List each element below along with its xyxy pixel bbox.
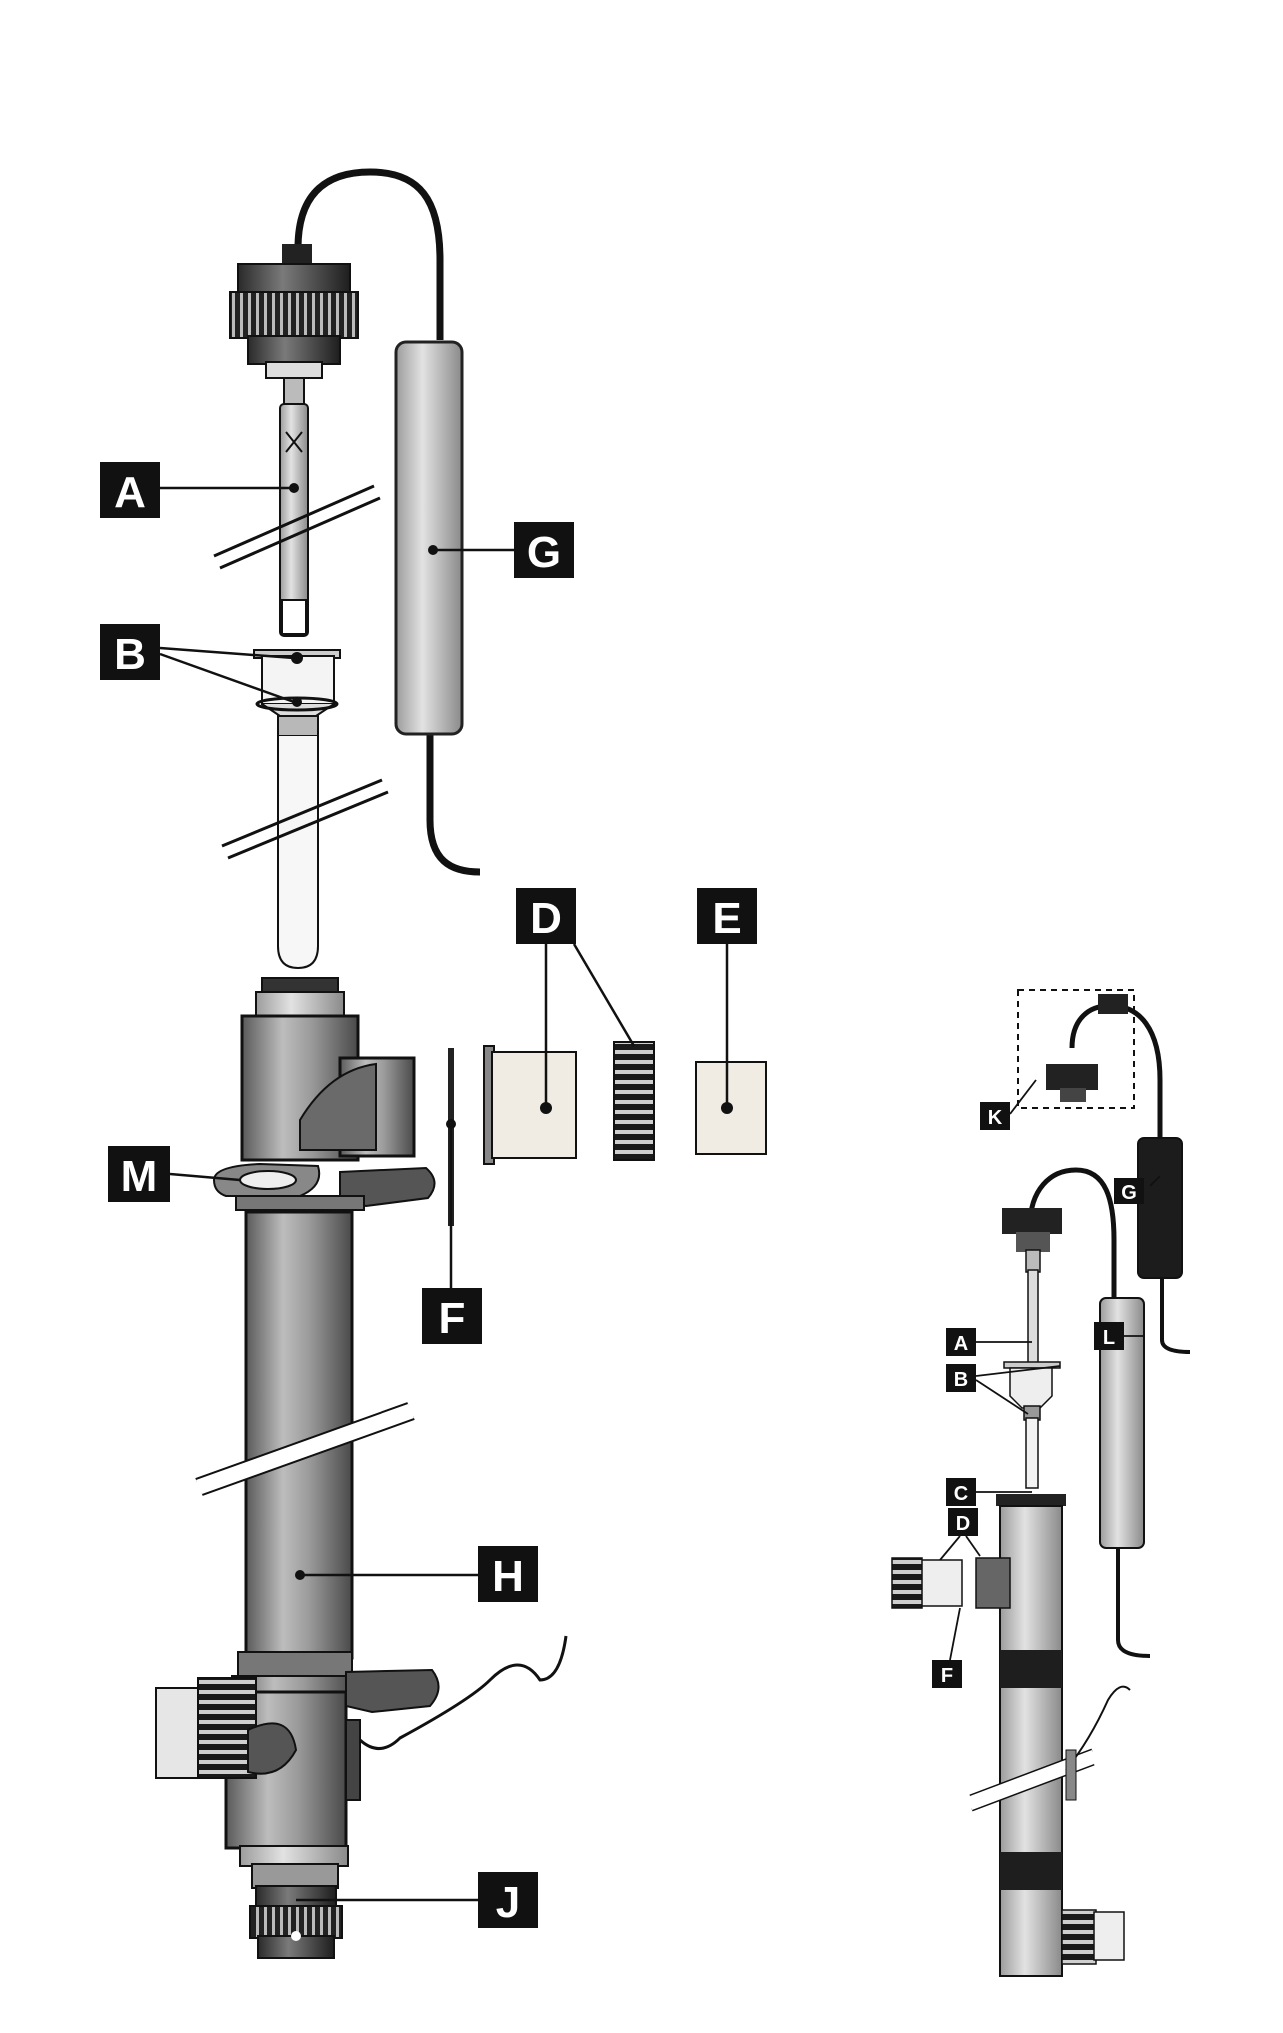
svg-text:H: H (492, 1552, 524, 1601)
svg-text:B: B (954, 1369, 968, 1391)
clamp-m (212, 1162, 436, 1211)
inset-label-k: K (980, 1102, 1010, 1130)
union-j (249, 1885, 343, 1959)
svg-text:G: G (527, 528, 561, 577)
power-cable-top (294, 168, 444, 340)
ballast-g (394, 340, 464, 736)
label-a: A (100, 462, 160, 518)
svg-text:F: F (439, 1294, 466, 1343)
label-m: M (108, 1146, 170, 1202)
svg-text:D: D (956, 1513, 970, 1535)
lower-t-housing (155, 1635, 568, 1889)
svg-text:J: J (496, 1878, 520, 1927)
svg-text:A: A (114, 468, 146, 517)
label-d: D (516, 888, 576, 944)
inset-label-b: B (946, 1364, 976, 1392)
svg-text:B: B (114, 630, 146, 679)
inset-label-g: G (1114, 1178, 1144, 1204)
sensor-wire (358, 1635, 568, 1750)
quartz-sleeve (253, 649, 341, 970)
inset-box-k (1017, 989, 1135, 1109)
label-f: F (422, 1288, 482, 1344)
svg-text:E: E (712, 894, 741, 943)
main-assembly: A B G D E M F (100, 168, 767, 1959)
inset-leader-lines (939, 1079, 1161, 1661)
svg-text:K: K (988, 1107, 1003, 1129)
inset-ballast-l (1099, 1297, 1145, 1549)
svg-text:M: M (121, 1152, 158, 1201)
label-e: E (697, 888, 757, 944)
big-labels: A B G D E M F (100, 462, 757, 1928)
svg-text:C: C (954, 1483, 968, 1505)
power-cable-bottom (426, 730, 481, 876)
label-h: H (478, 1546, 538, 1602)
label-b: B (100, 624, 160, 680)
label-j: J (478, 1872, 538, 1928)
inset-label-c: C (946, 1478, 976, 1506)
uv-lamp-a (279, 377, 309, 637)
inset-labels: K G A L B C D (932, 1102, 1144, 1688)
svg-text:G: G (1121, 1182, 1137, 1204)
inset-label-l: L (1094, 1322, 1124, 1350)
svg-text:F: F (941, 1665, 953, 1687)
leader-lines (159, 486, 729, 1902)
reducer-d-sleeve (483, 1045, 577, 1165)
inset-ballast-g (1137, 1137, 1183, 1279)
inset-label-f: F (932, 1660, 962, 1688)
lamp-head-cap (229, 244, 359, 379)
upper-t-housing (240, 977, 416, 1162)
svg-text:D: D (530, 894, 562, 943)
inset-label-d: D (948, 1508, 978, 1536)
label-g: G (514, 522, 574, 578)
inset-label-a: A (946, 1328, 976, 1356)
reducer-d-nut (613, 1041, 655, 1161)
svg-text:A: A (954, 1333, 968, 1355)
inset-assembly: K G A L B C D (891, 989, 1191, 1977)
svg-text:L: L (1103, 1327, 1115, 1349)
